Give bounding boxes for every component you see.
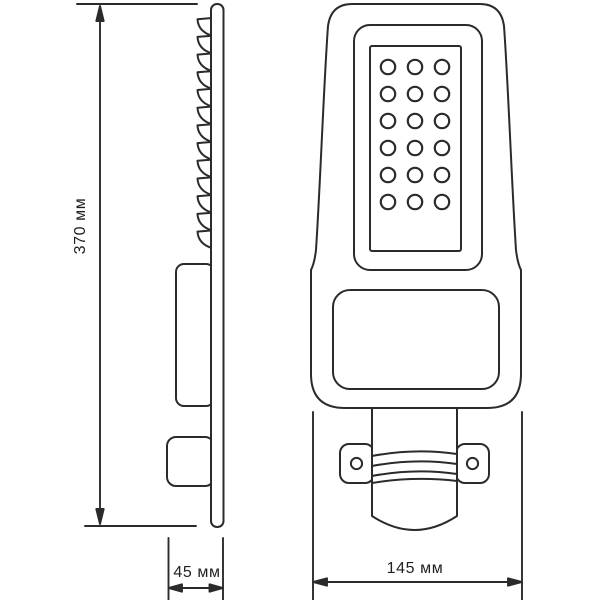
front-view (310, 3, 522, 531)
led (379, 85, 397, 103)
led (433, 112, 451, 130)
led (406, 166, 424, 184)
dimension-height (76, 3, 198, 527)
led (379, 58, 397, 76)
height-dimension-label: 370 мм (72, 197, 89, 255)
driver-housing-side (175, 263, 215, 407)
led (379, 139, 397, 157)
led (379, 112, 397, 130)
dimension-width (312, 411, 523, 600)
mount-clamp-side (166, 436, 215, 487)
arrowhead-down-icon (95, 508, 105, 525)
dimension-depth (167, 537, 224, 600)
led (379, 166, 397, 184)
side-view (166, 3, 225, 528)
led (406, 85, 424, 103)
arrowhead-left-icon (312, 577, 328, 587)
depth-dimension-label: 45 мм (173, 564, 221, 581)
arrowhead-right-icon (208, 583, 224, 593)
clamp-ear-left (339, 443, 375, 484)
led-grid (379, 58, 451, 211)
led (379, 193, 397, 211)
driver-window (332, 289, 500, 390)
led (433, 193, 451, 211)
pole-socket (371, 407, 458, 531)
width-dimension-label: 145 мм (386, 560, 444, 577)
heatsink-fin-teeth (196, 17, 213, 250)
led (406, 193, 424, 211)
clamp-ear-hole-right (465, 456, 480, 471)
led (406, 139, 424, 157)
led-panel (369, 45, 462, 252)
led (433, 139, 451, 157)
arrowhead-up-icon (95, 5, 105, 22)
heatsink-fins (196, 17, 213, 250)
arrowhead-right-icon (507, 577, 523, 587)
luminaire-body-outline (310, 3, 522, 409)
body-inner-outline (353, 24, 483, 271)
led (433, 166, 451, 184)
clamp-band-lines (371, 450, 458, 484)
backplate (210, 3, 225, 528)
led (406, 112, 424, 130)
arrowhead-left-icon (167, 583, 183, 593)
led (406, 58, 424, 76)
clamp-ear-hole-left (349, 456, 364, 471)
clamp-ear-right (455, 443, 490, 484)
led (433, 85, 451, 103)
led (433, 58, 451, 76)
